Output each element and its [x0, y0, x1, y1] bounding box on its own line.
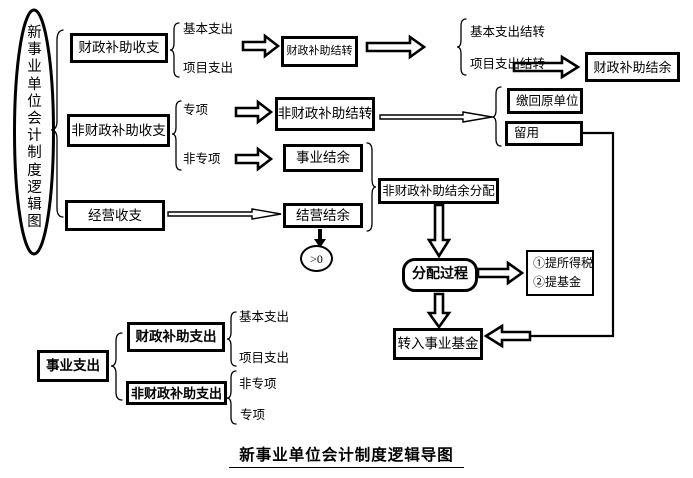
node-fiscal-subsidy-income: 财政补助收支: [70, 33, 168, 63]
brace-business-expenditure-split: [110, 332, 123, 401]
node-transfer-to-business-fund: 转入事业基金: [393, 328, 483, 360]
brace-surplus-merge: [366, 142, 377, 232]
arrow-distribution-box-to-process: [426, 203, 452, 259]
arrow-process-to-tax-fund: [476, 260, 525, 286]
label-project-expenditure-carryover: 项目支出结转: [470, 57, 546, 71]
arrow-process-to-transfer: [426, 292, 452, 330]
label-basic-expenditure-top: 基本支出: [183, 22, 234, 36]
arrow-retained-to-transfer-head: [483, 323, 532, 349]
arrow-operating-surplus-to-gt-zero: [314, 229, 326, 248]
brace-nonfiscal-income-split: [171, 100, 182, 171]
arrow-special-to-nonfiscal-carryover: [234, 99, 274, 125]
brace-fiscal-carryover-split: [456, 18, 467, 76]
brace-retain-group: [491, 86, 502, 147]
label-special-bottom: 专项: [240, 408, 266, 422]
node-return-to-original-unit: 缴回原单位: [507, 88, 583, 114]
side-oval-outline: [13, 8, 55, 256]
label-special-top: 专项: [183, 103, 209, 117]
arrow-fiscal-income-to-carryover: [241, 33, 281, 59]
label-basic-expenditure-bottom: 基本支出: [239, 310, 290, 324]
line-retained-to-transfer: [530, 131, 615, 338]
label-project-expenditure-top: 项目支出: [183, 61, 234, 75]
node-nonfiscal-subsidy-carryover: 非财政补助结转: [275, 97, 375, 131]
label-non-special-top: 非专项: [183, 152, 221, 166]
brace-fiscal-expenditure-split: [226, 311, 237, 367]
node-greater-than-zero: >0: [300, 245, 333, 272]
brace-nonfiscal-expenditure-split: [226, 370, 237, 425]
arrow-carryover-to-split: [365, 34, 427, 60]
arrow-split-to-fiscal-surplus: [512, 54, 581, 80]
label-withhold-fund: ②提基金: [533, 275, 582, 289]
box-tax-and-fund: ①提所得税 ②提基金: [526, 250, 594, 296]
label-non-special-bottom: 非专项: [239, 377, 277, 391]
arrow-operating-income-to-operating-surplus: [167, 208, 282, 220]
node-business-surplus: 事业结余: [283, 144, 363, 172]
arrow-nonfiscal-carryover-to-retain-group: [379, 111, 493, 123]
side-oval-label: 新事业单位会计制度逻辑图: [27, 25, 42, 231]
label-withhold-income-tax: ①提所得税: [533, 255, 594, 270]
node-operating-income: 经营收支: [65, 200, 165, 231]
brace-root: [50, 29, 64, 218]
node-retained: 留用: [505, 121, 583, 146]
node-nonfiscal-surplus-distribution: 非财政补助结余分配: [378, 178, 499, 204]
node-nonfiscal-subsidy-expenditure: 非财政补助支出: [126, 381, 227, 405]
arrow-nonspecial-to-business-surplus: [234, 146, 274, 172]
label-project-expenditure-bottom: 项目支出: [239, 351, 290, 365]
brace-fiscal-income-split: [169, 22, 180, 78]
node-fiscal-subsidy-carryover: 财政补助结转: [281, 36, 358, 67]
node-distribution-process: 分配过程: [402, 258, 478, 292]
node-business-expenditure: 事业支出: [37, 350, 109, 382]
node-nonfiscal-subsidy-income: 非财政补助收支: [67, 114, 170, 147]
label-basic-expenditure-carryover: 基本支出结转: [470, 25, 546, 39]
figure-caption: 新事业单位会计制度逻辑导图: [0, 443, 693, 468]
node-fiscal-subsidy-expenditure: 财政补助支出: [127, 322, 225, 352]
figure-caption-text: 新事业单位会计制度逻辑导图: [229, 443, 464, 468]
node-operating-surplus: 结营结余: [283, 203, 363, 228]
node-fiscal-subsidy-surplus: 财政补助结余: [585, 52, 680, 82]
